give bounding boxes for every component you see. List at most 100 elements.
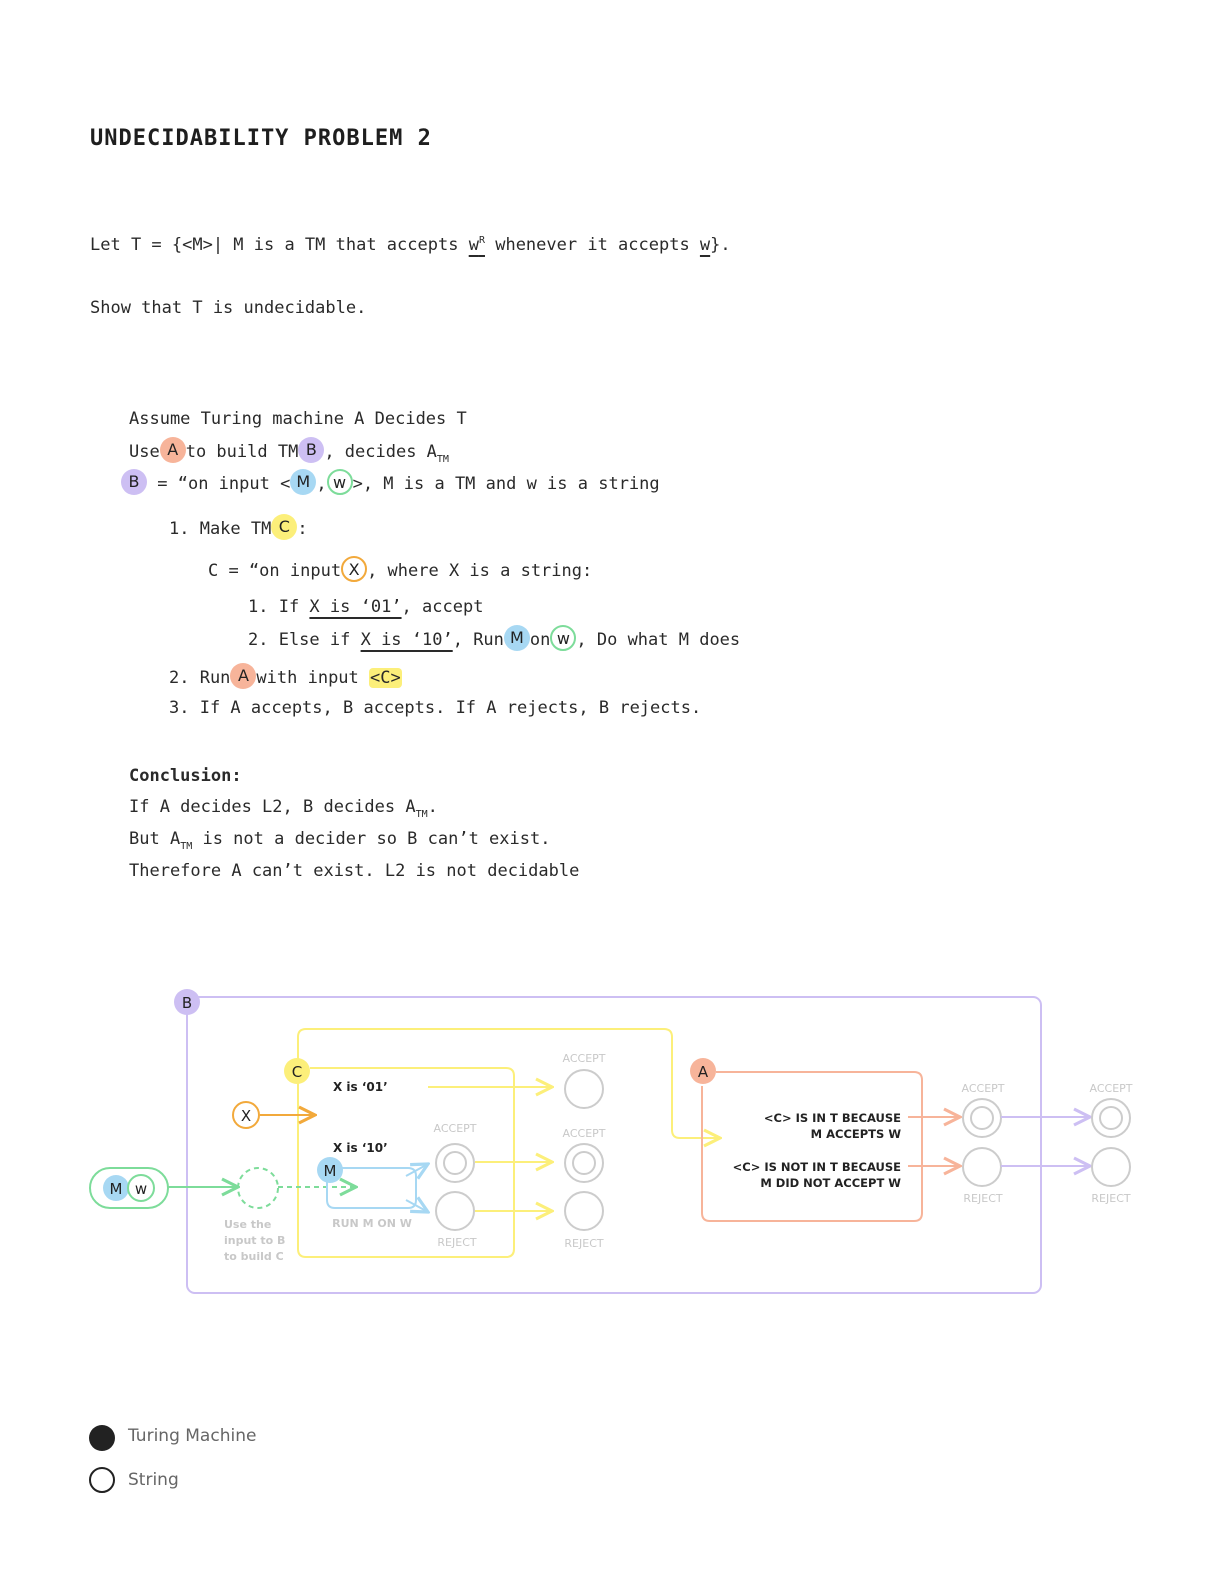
text: But A <box>129 829 181 849</box>
legend-string-icon <box>89 1467 115 1493</box>
c-not-in-t-line-2: M DID NOT ACCEPT W <box>760 1176 901 1190</box>
c-in-t-line-2: M ACCEPTS W <box>811 1127 902 1141</box>
m-accept-arrow <box>405 1164 428 1176</box>
text: , Run <box>452 630 504 650</box>
string-w-chip: w <box>550 625 577 651</box>
machine-c-label: C <box>292 1063 302 1081</box>
machine-b-box <box>186 996 1042 1294</box>
x01-label: X is ‘01’ <box>333 1080 388 1094</box>
c-not-in-t-line-1: <C> IS NOT IN T BECAUSE <box>733 1160 902 1174</box>
m-reject-label: REJECT <box>437 1236 476 1249</box>
b-accept-label: ACCEPT <box>1090 1082 1133 1095</box>
m-accept-label: ACCEPT <box>434 1122 477 1135</box>
tm-m-node <box>103 1175 129 1201</box>
tm-subscript: TM <box>180 841 193 852</box>
a-accept-inner <box>970 1106 994 1130</box>
text: 2. Run <box>169 668 231 688</box>
run-m-caption: RUN M ON W <box>332 1217 412 1230</box>
b-accept-inner <box>1099 1106 1123 1130</box>
problem-task: Show that T is undecidable. <box>90 298 367 318</box>
string-x-label: X <box>241 1107 251 1125</box>
problem-text: Let T = {<M>| M is a TM that accepts <box>90 235 469 255</box>
proof-b-definition: B = “on input <M,w>, M is a TM and w is … <box>121 469 660 495</box>
text: 1. If <box>248 597 310 617</box>
proof-step-3: 3. If A accepts, B accepts. If A rejects… <box>169 698 702 718</box>
machine-b-label: B <box>182 994 192 1012</box>
condition-10: X is ‘10’ <box>360 630 453 650</box>
text: , Do what M does <box>576 630 741 650</box>
machine-a-badge <box>690 1058 716 1084</box>
a-reject-label: REJECT <box>963 1192 1002 1205</box>
text: , decides A <box>324 442 437 462</box>
machine-a-label: A <box>698 1063 709 1081</box>
c-encoding: <C> <box>369 668 402 688</box>
c-accept-label-1: ACCEPT <box>563 1052 606 1065</box>
machine-c-box <box>297 1067 515 1258</box>
proof-c-step-1: 1. If X is ‘01’, accept <box>248 597 483 617</box>
text: > <box>352 474 363 494</box>
text: on <box>529 630 551 650</box>
c-reject-state <box>564 1191 604 1231</box>
c-accept-state-1 <box>564 1069 604 1109</box>
conclusion-line-3: Therefore A can’t exist. L2 is not decid… <box>129 861 580 881</box>
a-reject-state <box>962 1147 1002 1187</box>
text: < <box>280 474 291 494</box>
tm-m-label: M <box>110 1180 123 1198</box>
run-m-label: M <box>324 1162 337 1180</box>
legend-turing-machine-label: Turing Machine <box>128 1426 257 1446</box>
string-w-node <box>127 1174 155 1202</box>
c-reject-label: REJECT <box>564 1237 603 1250</box>
tm-b-chip: B <box>298 437 325 463</box>
tm-subscript: TM <box>415 809 428 820</box>
use-input-note-1: Use the <box>224 1218 271 1231</box>
text: , accept <box>401 597 484 617</box>
run-m-badge <box>317 1157 343 1183</box>
c-accept-label-2: ACCEPT <box>563 1127 606 1140</box>
problem-text-2: whenever it accepts <box>484 235 700 255</box>
m-reject-state <box>435 1191 475 1231</box>
conclusion-line-1: If A decides L2, B decides ATM. <box>129 797 438 820</box>
tm-subscript: TM <box>436 454 449 465</box>
machine-c-badge <box>284 1058 310 1084</box>
m-reject-arrow <box>405 1200 428 1212</box>
legend-string-label: String <box>128 1470 179 1490</box>
tm-a-chip: A <box>230 663 257 689</box>
text: , where X is a string: <box>367 561 593 581</box>
string-w-chip: w <box>326 469 353 495</box>
tm-m-chip: M <box>290 469 317 495</box>
tm-b-chip: B <box>121 469 147 495</box>
machine-b-badge <box>174 989 200 1015</box>
condition-01: X is ‘01’ <box>309 597 402 617</box>
text: , <box>316 474 327 494</box>
text: to build TM <box>185 442 299 462</box>
conclusion-heading: Conclusion: <box>129 766 242 786</box>
a-accept-label: ACCEPT <box>962 1082 1005 1095</box>
page-title: UNDECIDABILITY PROBLEM 2 <box>90 126 432 151</box>
string-x-chip: X <box>341 556 368 582</box>
text: with input <box>256 668 359 688</box>
tm-a-chip: A <box>159 437 186 463</box>
machine-a-box <box>701 1071 923 1222</box>
text: , M is a TM and w is a string <box>362 474 660 494</box>
text: Use <box>129 442 160 462</box>
a-accept-state <box>962 1098 1002 1138</box>
c-accept-inner-2 <box>572 1151 596 1175</box>
tm-c-chip: C <box>271 514 298 540</box>
problem-text-3: }. <box>710 235 731 255</box>
text: If A decides L2, B decides A <box>129 797 416 817</box>
b-accept-state <box>1091 1098 1131 1138</box>
text: is not a decider so B can’t exist. <box>192 829 551 849</box>
c-accept-state-2 <box>564 1143 604 1183</box>
conclusion-line-2: But ATM is not a decider so B can’t exis… <box>129 829 550 852</box>
use-input-note-2: input to B <box>224 1234 285 1247</box>
text: C = “on input <box>208 561 342 581</box>
text: 1. Make TM <box>169 519 272 539</box>
w-underlined: w <box>699 235 711 255</box>
c-in-t-line-1: <C> IS IN T BECAUSE <box>764 1111 901 1125</box>
build-c-node <box>237 1167 279 1209</box>
